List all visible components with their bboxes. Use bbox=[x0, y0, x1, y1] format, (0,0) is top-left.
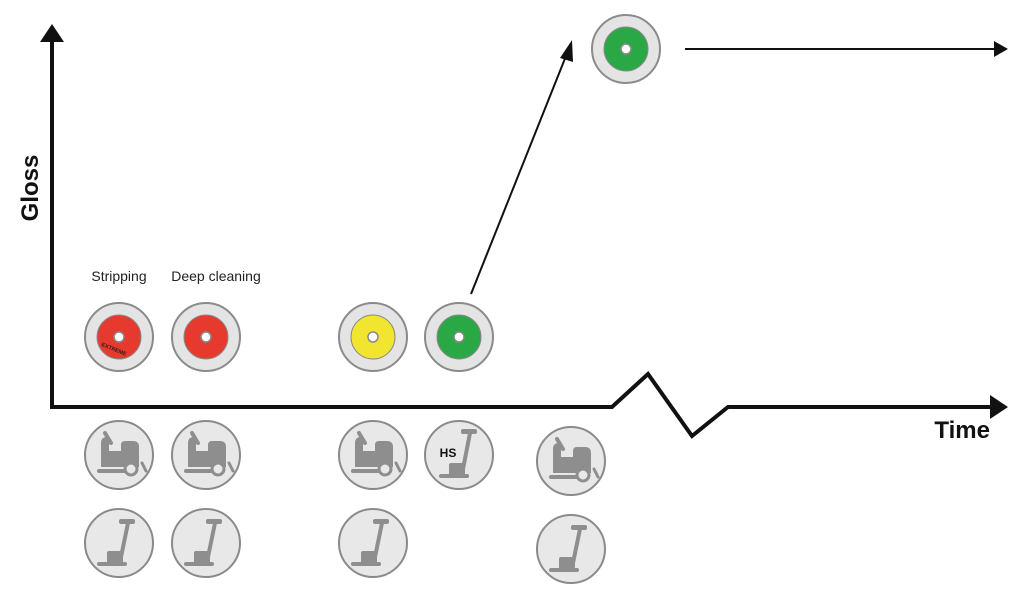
green-pad-icon bbox=[424, 302, 494, 372]
high-speed-badge: HS bbox=[440, 446, 457, 460]
continuation-arrow-head bbox=[994, 41, 1008, 57]
y-axis-label: Gloss bbox=[17, 155, 44, 222]
high-speed-machine-icon: HS bbox=[424, 420, 494, 490]
stripping-pad-icon: EXTREME bbox=[84, 302, 154, 372]
top-green-pad-icon bbox=[591, 14, 661, 84]
yellow-pad-icon bbox=[338, 302, 408, 372]
y-axis-arrowhead bbox=[40, 24, 64, 42]
stage-label-deep-cleaning: Deep cleaning bbox=[171, 268, 261, 284]
deep-cleaning-pad-icon bbox=[171, 302, 241, 372]
scrubber-dryer-icon bbox=[83, 419, 155, 491]
single-disc-machine-icon bbox=[170, 507, 242, 579]
x-axis-arrowhead bbox=[990, 395, 1008, 419]
x-axis-label: Time bbox=[934, 417, 990, 444]
single-disc-machine-icon bbox=[83, 507, 155, 579]
rising-arrow-head bbox=[560, 40, 573, 62]
stage-label-stripping: Stripping bbox=[91, 268, 146, 284]
single-disc-machine-icon bbox=[535, 513, 607, 585]
scrubber-dryer-icon bbox=[337, 419, 409, 491]
scrubber-dryer-icon bbox=[535, 425, 607, 497]
single-disc-machine-icon bbox=[337, 507, 409, 579]
x-axis-line bbox=[50, 370, 994, 439]
rising-arrow-line bbox=[470, 55, 567, 295]
scrubber-dryer-icon bbox=[170, 419, 242, 491]
